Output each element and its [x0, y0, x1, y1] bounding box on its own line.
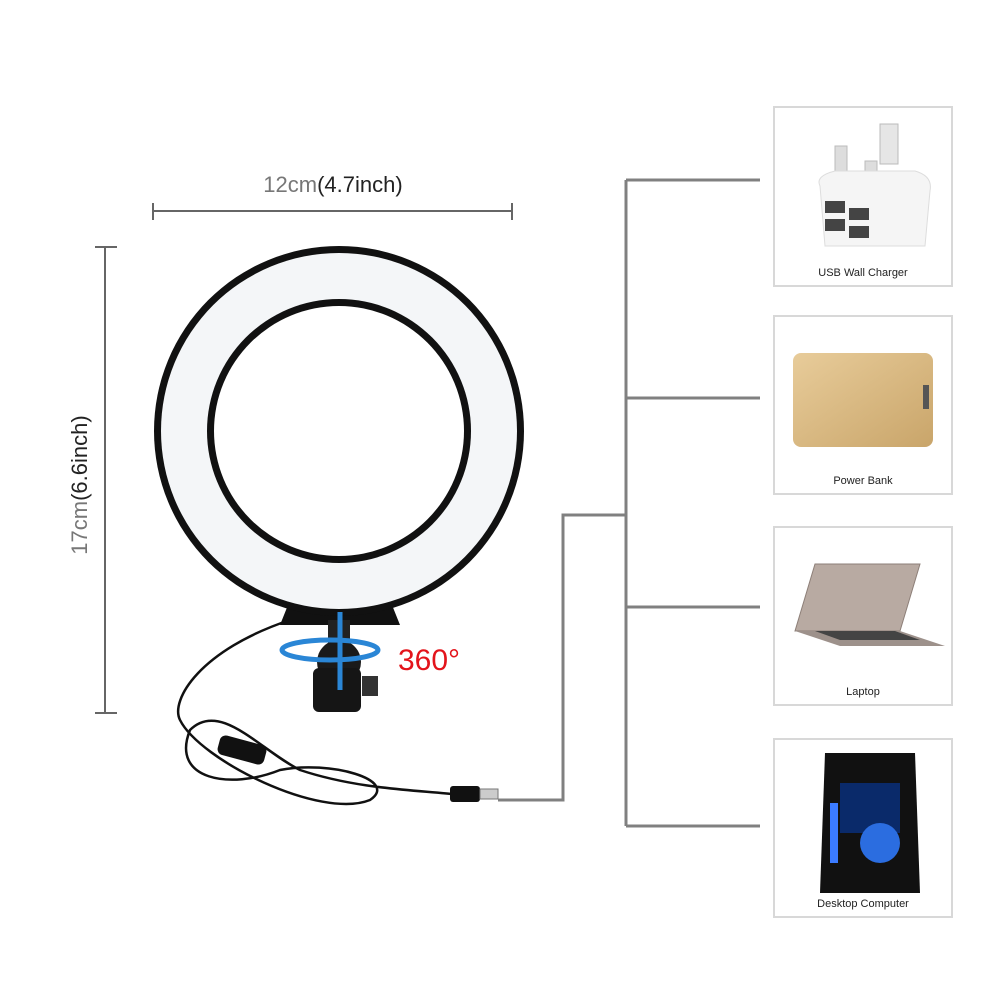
width-dimension-line — [152, 203, 513, 220]
ball-head-mount — [313, 620, 378, 712]
height-label: 17cm(6.6inch) — [67, 415, 92, 555]
card-laptop: Laptop — [773, 526, 953, 706]
desktop-computer-icon — [820, 753, 920, 893]
ring-light — [154, 246, 524, 625]
width-label: 12cm(4.7inch) — [263, 172, 403, 197]
inline-switch — [217, 735, 267, 765]
usb-wall-charger-icon — [818, 123, 931, 247]
rotation-arrow-icon — [279, 612, 381, 690]
card-power-bank: Power Bank — [773, 315, 953, 495]
card-usb-wall-charger: USB Wall Charger — [773, 106, 953, 287]
power-bank-icon — [793, 353, 933, 447]
card-desktop-computer: Desktop Computer — [773, 738, 953, 918]
usb-plug-icon — [450, 786, 480, 802]
laptop-icon — [794, 563, 945, 646]
usb-cable — [176, 618, 461, 806]
connector-lines — [498, 178, 760, 828]
height-dimension-line — [95, 246, 117, 714]
rotation-label: 360° — [398, 644, 461, 677]
